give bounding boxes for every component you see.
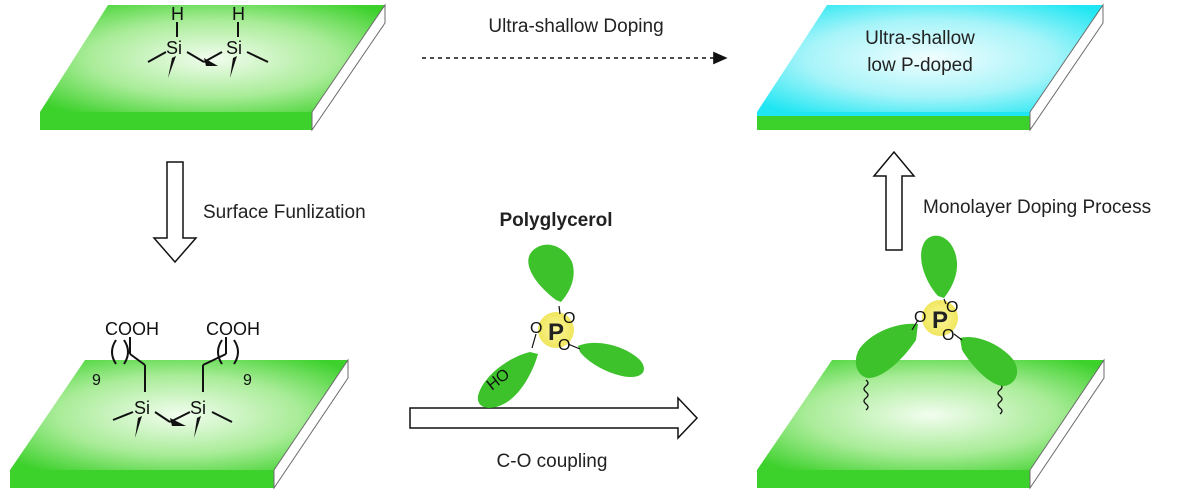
- silicon-label-1: Si: [166, 38, 182, 58]
- up-arrow: [872, 150, 916, 251]
- molecule-top: [147, 22, 269, 78]
- doped-label-line1: Ultra-shallow: [865, 28, 975, 49]
- right-arrow: [409, 396, 699, 440]
- anchored-phosphorus-label: P: [932, 307, 948, 334]
- anchored-oxygen-label-1: O: [914, 309, 926, 326]
- hydrogen-label-2: H: [232, 4, 245, 24]
- slab-bottom-right: [757, 358, 1105, 490]
- silicon-label-2: Si: [226, 38, 242, 58]
- repeat-label-2: 9: [243, 372, 252, 389]
- slab-bottom-left: [10, 358, 349, 490]
- anchored-oxygen-label-2: O: [946, 299, 958, 316]
- polyglycerol-molecule: [477, 244, 644, 408]
- acid-label-2: COOH: [206, 319, 260, 339]
- slab-top-left: [40, 3, 386, 132]
- acid-label-1: COOH: [105, 319, 159, 339]
- top-arrow-label: Ultra-shallow Doping: [488, 16, 663, 37]
- right-arrow-label: C-O coupling: [497, 451, 608, 472]
- doped-label-line2: low P-doped: [867, 55, 973, 76]
- polyglycerol-title: Polyglycerol: [500, 210, 613, 231]
- repeat-label-1: 9: [92, 372, 101, 389]
- up-arrow-label: Monolayer Doping Process: [923, 197, 1151, 218]
- anchored-oxygen-label-3: O: [942, 327, 954, 344]
- anchored-polyglycerol: [855, 235, 1018, 415]
- hydrogen-label-1: H: [171, 4, 184, 24]
- oxygen-label-2: O: [563, 310, 575, 327]
- slab-top-right: [757, 3, 1104, 132]
- silicon-label-4: Si: [190, 398, 206, 418]
- phosphorus-label: P: [548, 319, 564, 346]
- down-arrow: [152, 161, 198, 264]
- oxygen-label-3: O: [558, 337, 570, 354]
- silicon-label-3: Si: [134, 398, 150, 418]
- down-arrow-label: Surface Funlization: [203, 202, 366, 223]
- molecule-bottom: [111, 337, 239, 438]
- oxygen-label-1: O: [530, 320, 542, 337]
